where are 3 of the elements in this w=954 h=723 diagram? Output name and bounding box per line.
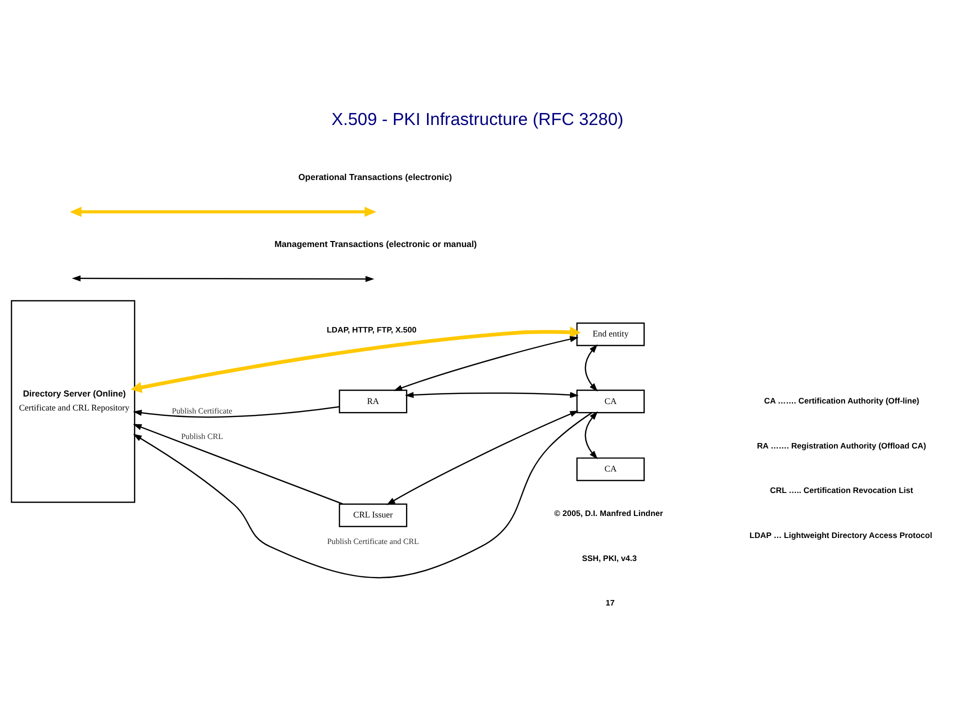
- diagram-title: X.509 - PKI Infrastructure (RFC 3280): [331, 108, 623, 129]
- legend-label: Operational Transactions (electronic): [298, 171, 452, 182]
- legend-label: Management Transactions (electronic or manual): [274, 238, 476, 249]
